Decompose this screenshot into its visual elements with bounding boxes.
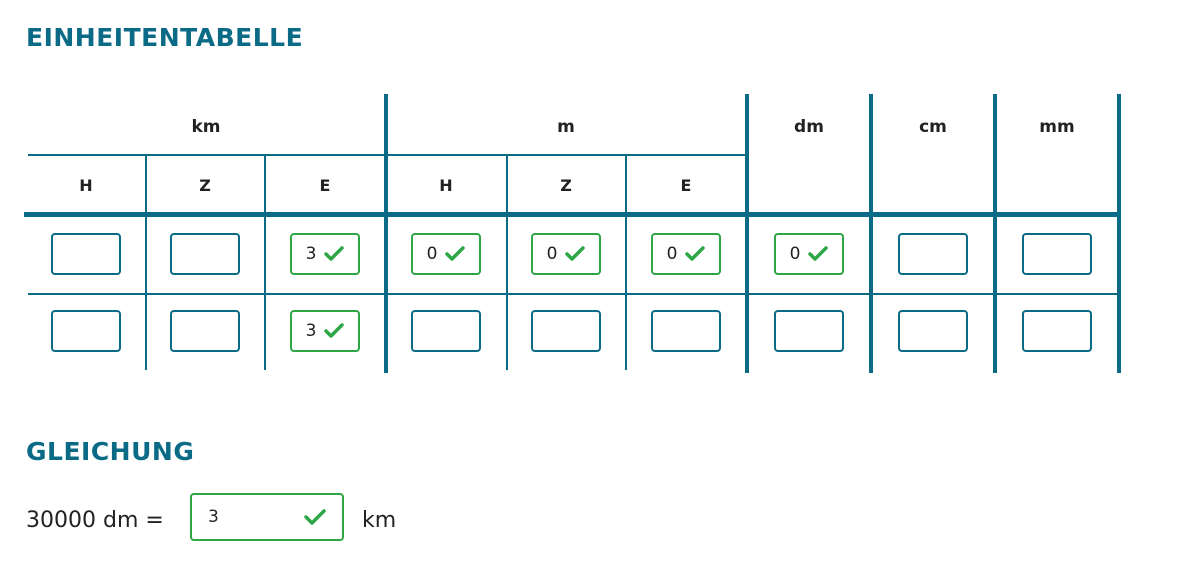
- input-cell-m-e[interactable]: 0: [651, 233, 721, 275]
- equation-answer-field[interactable]: 3: [190, 493, 344, 541]
- input-cell-km-h[interactable]: [51, 310, 121, 352]
- input-cell-km-z[interactable]: [170, 310, 240, 352]
- equation-heading: GLEICHUNG: [26, 437, 195, 466]
- checkmark-icon: [324, 323, 345, 339]
- subheader-m-h: H: [439, 176, 453, 195]
- header-cm: cm: [919, 117, 947, 137]
- divider: [625, 155, 627, 370]
- input-cell-km-z[interactable]: [170, 233, 240, 275]
- input-cell-m-h[interactable]: 0: [411, 233, 481, 275]
- checkmark-icon: [445, 246, 466, 262]
- divider: [264, 155, 266, 370]
- subheader-m-z: Z: [560, 176, 572, 195]
- input-cell-km-e[interactable]: 3: [290, 310, 360, 352]
- cell-value: 3: [305, 321, 317, 341]
- equation-answer-value: 3: [208, 507, 219, 527]
- input-cell-mm[interactable]: [1022, 233, 1092, 275]
- table-heading: EINHEITENTABELLE: [26, 23, 304, 52]
- divider: [28, 293, 1118, 295]
- cell-value: 0: [666, 244, 678, 264]
- cell-value: 0: [789, 244, 801, 264]
- cell-value: 0: [426, 244, 438, 264]
- divider: [993, 94, 997, 373]
- divider: [24, 212, 1121, 217]
- checkmark-icon: [324, 246, 345, 262]
- input-cell-m-h[interactable]: [411, 310, 481, 352]
- subheader-m-e: E: [680, 176, 692, 195]
- checkmark-icon: [304, 508, 326, 526]
- cell-value: 0: [546, 244, 558, 264]
- header-mm: mm: [1039, 117, 1075, 137]
- subheader-km-z: Z: [199, 176, 211, 195]
- divider: [869, 94, 873, 373]
- checkmark-icon: [565, 246, 586, 262]
- header-km: km: [191, 117, 221, 137]
- input-cell-km-e[interactable]: 3: [290, 233, 360, 275]
- divider: [506, 155, 508, 370]
- divider: [145, 155, 147, 370]
- input-cell-cm[interactable]: [898, 233, 968, 275]
- input-cell-m-e[interactable]: [651, 310, 721, 352]
- header-dm: dm: [794, 117, 824, 137]
- header-m: m: [557, 117, 575, 137]
- cell-value: 3: [305, 244, 317, 264]
- equation-left: 30000 dm =: [26, 508, 164, 533]
- subheader-km-e: E: [319, 176, 331, 195]
- input-cell-km-h[interactable]: [51, 233, 121, 275]
- input-cell-dm[interactable]: [774, 310, 844, 352]
- input-cell-dm[interactable]: 0: [774, 233, 844, 275]
- divider: [384, 94, 388, 373]
- divider: [28, 154, 745, 156]
- input-cell-m-z[interactable]: 0: [531, 233, 601, 275]
- equation-unit: km: [362, 508, 397, 533]
- divider: [745, 94, 749, 373]
- divider: [1117, 94, 1121, 373]
- input-cell-mm[interactable]: [1022, 310, 1092, 352]
- checkmark-icon: [685, 246, 706, 262]
- checkmark-icon: [808, 246, 829, 262]
- input-cell-m-z[interactable]: [531, 310, 601, 352]
- input-cell-cm[interactable]: [898, 310, 968, 352]
- subheader-km-h: H: [79, 176, 93, 195]
